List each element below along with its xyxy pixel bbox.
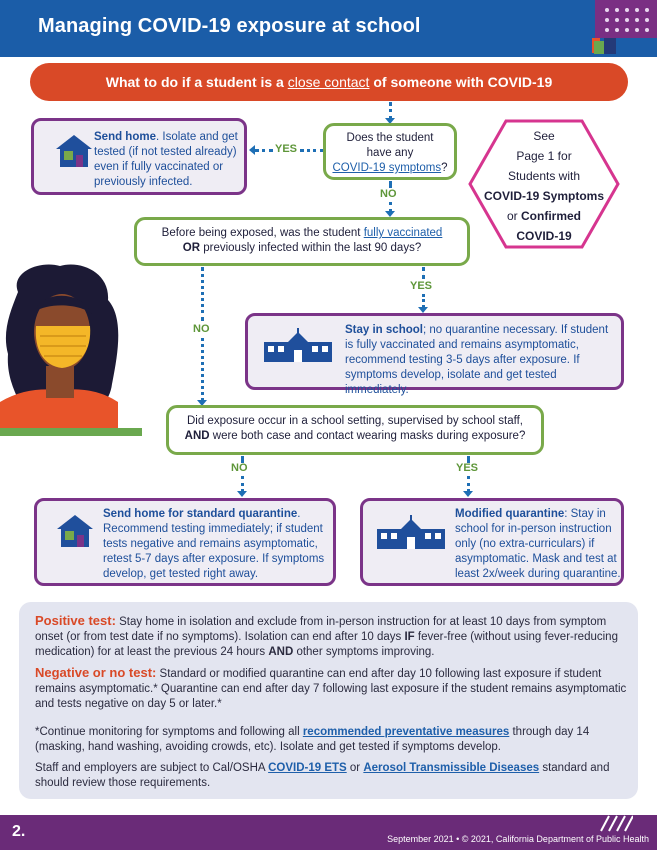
- modified-quarantine-box: Modified quarantine: Stay in school for …: [360, 498, 624, 586]
- house-icon: [55, 513, 95, 549]
- staff-note: Staff and employers are subject to Cal/O…: [35, 761, 627, 791]
- positive-test-paragraph: Positive test: Stay home in isolation an…: [35, 613, 627, 660]
- slash-decoration: [597, 815, 633, 832]
- school-setting-question: Did exposure occur in a school setting, …: [166, 405, 544, 455]
- yes-label: YES: [456, 462, 478, 474]
- standard-quarantine-box: Send home for standard quarantine. Recom…: [34, 498, 336, 586]
- no-label: NO: [193, 323, 210, 335]
- hexagon-callout: See Page 1 for Students with COVID-19 Sy…: [466, 118, 622, 250]
- house-icon: [54, 133, 94, 169]
- school-icon: [262, 328, 334, 362]
- stay-in-school-box: Stay in school; no quarantine necessary.…: [245, 313, 624, 390]
- page-number: 2.: [12, 823, 25, 841]
- covid-ets-link[interactable]: COVID-19 ETS: [268, 762, 347, 774]
- close-contact-link[interactable]: close contact: [288, 74, 370, 90]
- page-header: Managing COVID-19 exposure at school: [0, 0, 657, 57]
- header-decoration: [579, 0, 657, 57]
- no-label: NO: [380, 188, 397, 200]
- preventative-measures-link[interactable]: recommended preventative measures: [303, 726, 509, 738]
- monitoring-note: *Continue monitoring for symptoms and fo…: [35, 725, 627, 755]
- covid-symptoms-link[interactable]: COVID-19 symptoms: [332, 162, 441, 174]
- vaccinated-question: Before being exposed, was the student fu…: [134, 217, 470, 266]
- close-contact-banner: What to do if a student is a close conta…: [30, 63, 628, 101]
- yes-label: YES: [410, 280, 432, 292]
- negative-test-paragraph: Negative or no test: Standard or modifie…: [35, 665, 627, 712]
- yes-label: YES: [275, 143, 297, 155]
- symptoms-question: Does the student have any COVID-19 sympt…: [323, 123, 457, 180]
- fully-vaccinated-link[interactable]: fully vaccinated: [364, 227, 443, 239]
- test-results-panel: Positive test: Stay home in isolation an…: [19, 602, 638, 799]
- school-icon: [375, 515, 447, 549]
- page-footer: 2. September 2021 • © 2021, California D…: [0, 815, 657, 850]
- aerosol-diseases-link[interactable]: Aerosol Transmissible Diseases: [363, 762, 539, 774]
- footer-credit: September 2021 • © 2021, California Depa…: [387, 834, 649, 844]
- send-home-box: Send home. Isolate and get tested (if no…: [31, 118, 247, 195]
- page-title: Managing COVID-19 exposure at school: [38, 15, 421, 38]
- no-label: NO: [231, 462, 248, 474]
- masked-student-illustration: [0, 262, 142, 438]
